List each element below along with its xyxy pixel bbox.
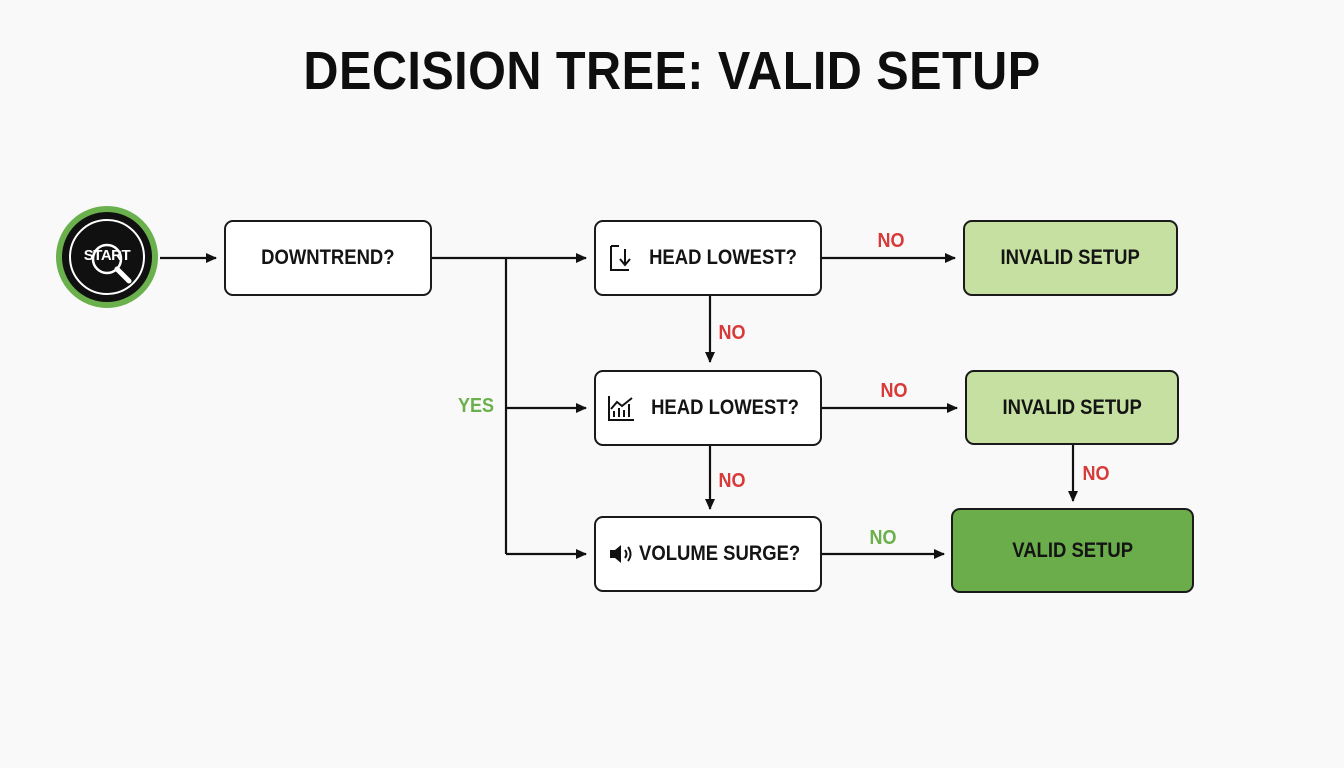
edge-label-no-6: NO (869, 527, 897, 549)
edge-label-no-4: NO (718, 470, 746, 492)
node-head-lowest-2: HEAD LOWEST? (594, 370, 822, 446)
node-volume-surge-label: VOLUME SURGE? (639, 542, 801, 565)
speaker-icon (606, 539, 636, 569)
node-head-lowest-1: HEAD LOWEST? (594, 220, 822, 296)
edge-label-no-3: NO (880, 380, 908, 402)
node-downtrend: DOWNTREND? (224, 220, 432, 296)
node-valid-setup: VALID SETUP (951, 508, 1194, 593)
edge-label-no-2: NO (718, 322, 746, 344)
diagram-title: DECISION TREE: VALID SETUP (303, 41, 1041, 101)
magnifier-icon (91, 243, 132, 284)
arrow-down-box-icon (606, 243, 636, 273)
edge-label-no-1: NO (877, 230, 905, 252)
node-invalid-setup-1: INVALID SETUP (963, 220, 1178, 296)
node-invalid-setup-2-label: INVALID SETUP (1002, 395, 1142, 419)
edge-label-yes: YES (458, 395, 495, 417)
edge-label-no-5: NO (1082, 463, 1110, 485)
node-invalid-setup-1-label: INVALID SETUP (1000, 246, 1141, 269)
node-downtrend-label: DOWNTREND? (261, 246, 395, 269)
node-invalid-setup-2: INVALID SETUP (965, 370, 1179, 445)
node-head-lowest-1-label: HEAD LOWEST? (649, 246, 797, 269)
start-node: START (56, 206, 158, 308)
node-valid-setup-label: VALID SETUP (1012, 538, 1133, 562)
node-head-lowest-2-label: HEAD LOWEST? (651, 396, 799, 419)
node-volume-surge: VOLUME SURGE? (594, 516, 822, 592)
chart-icon (606, 393, 636, 423)
